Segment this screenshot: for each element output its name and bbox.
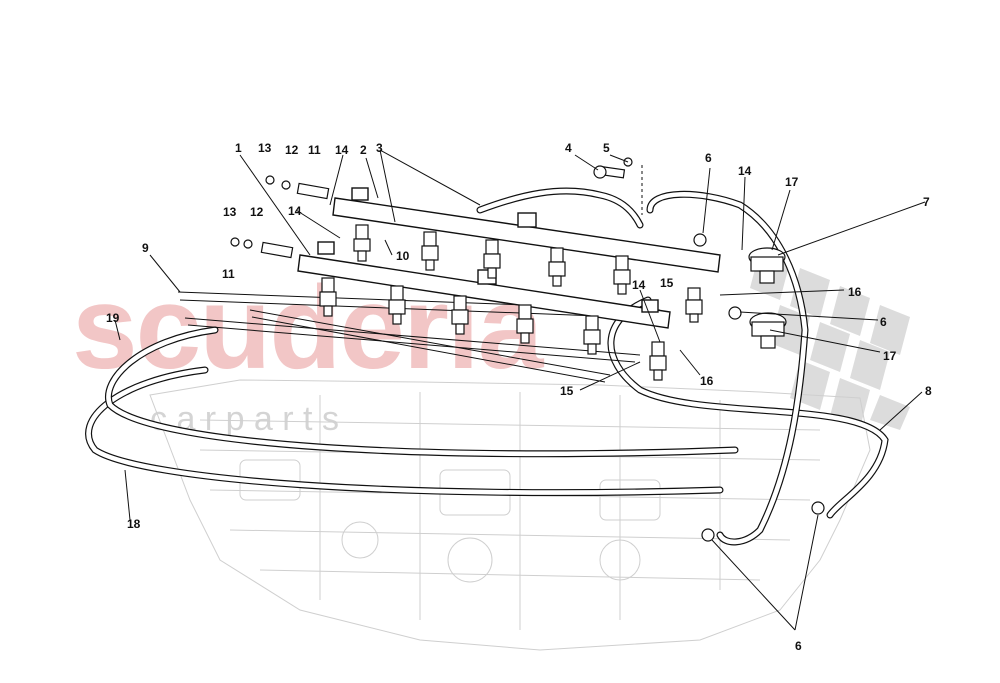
return-hose-8 <box>607 296 889 519</box>
clamps-6 <box>693 233 825 542</box>
fittings-left <box>230 175 330 259</box>
fuel-line-9 <box>177 291 661 383</box>
callout-16-a: 16 <box>848 285 862 299</box>
callout-15-a: 15 <box>660 276 674 290</box>
callout-7: 7 <box>923 195 930 209</box>
callout-18: 18 <box>127 517 141 531</box>
injector <box>516 304 534 344</box>
callout-12-left: 12 <box>250 205 264 219</box>
callout-5: 5 <box>603 141 610 155</box>
injector <box>353 224 371 262</box>
injector <box>319 277 337 317</box>
callout-19: 19 <box>106 311 120 325</box>
engine-block-outline <box>149 379 871 651</box>
bolt-4 <box>593 165 626 179</box>
callout-12-top: 12 <box>285 143 299 157</box>
pressure-regulator-lower <box>749 312 787 349</box>
callout-11-top: 11 <box>308 143 321 157</box>
callout-3: 3 <box>376 141 383 155</box>
callout-2: 2 <box>360 143 367 157</box>
injectors-lower <box>319 277 703 381</box>
callout-4: 4 <box>565 141 572 155</box>
return-hose-7 <box>646 190 809 546</box>
callout-15-b: 15 <box>560 384 574 398</box>
callout-14-d: 14 <box>632 278 646 292</box>
callout-14-b: 14 <box>288 204 302 218</box>
callout-6-bottom: 6 <box>795 639 802 653</box>
injector <box>548 247 566 287</box>
injector <box>649 341 667 381</box>
pressure-regulator-upper <box>748 247 786 284</box>
leader-lines <box>114 149 926 631</box>
injector <box>613 255 631 295</box>
callout-14-c: 14 <box>738 164 752 178</box>
callout-9: 9 <box>142 241 149 255</box>
callout-1: 1 <box>235 141 242 155</box>
injector <box>583 315 601 355</box>
injector <box>685 287 703 323</box>
callout-13-left: 13 <box>223 205 237 219</box>
injector <box>421 231 439 271</box>
callout-11-left: 11 <box>222 267 235 281</box>
upper-fuel-rail <box>332 187 721 273</box>
hose-19 <box>105 326 739 458</box>
callout-6-right: 6 <box>880 315 887 329</box>
injector <box>483 239 501 279</box>
callout-labels: 1 2 3 4 5 6 6 6 7 8 9 10 11 11 12 12 13 … <box>106 141 932 653</box>
callout-6-top: 6 <box>705 151 712 165</box>
callout-17-b: 17 <box>883 349 897 363</box>
callout-16-b: 16 <box>700 374 714 388</box>
callout-13-top: 13 <box>258 141 272 155</box>
hose-18 <box>85 366 724 497</box>
lower-fuel-rail <box>297 241 671 329</box>
injectors-upper <box>353 224 631 295</box>
injector <box>388 285 406 325</box>
callout-10: 10 <box>396 249 410 263</box>
injector <box>451 295 469 335</box>
callout-14-a: 14 <box>335 143 349 157</box>
callout-17-a: 17 <box>785 175 799 189</box>
callout-8: 8 <box>925 384 932 398</box>
